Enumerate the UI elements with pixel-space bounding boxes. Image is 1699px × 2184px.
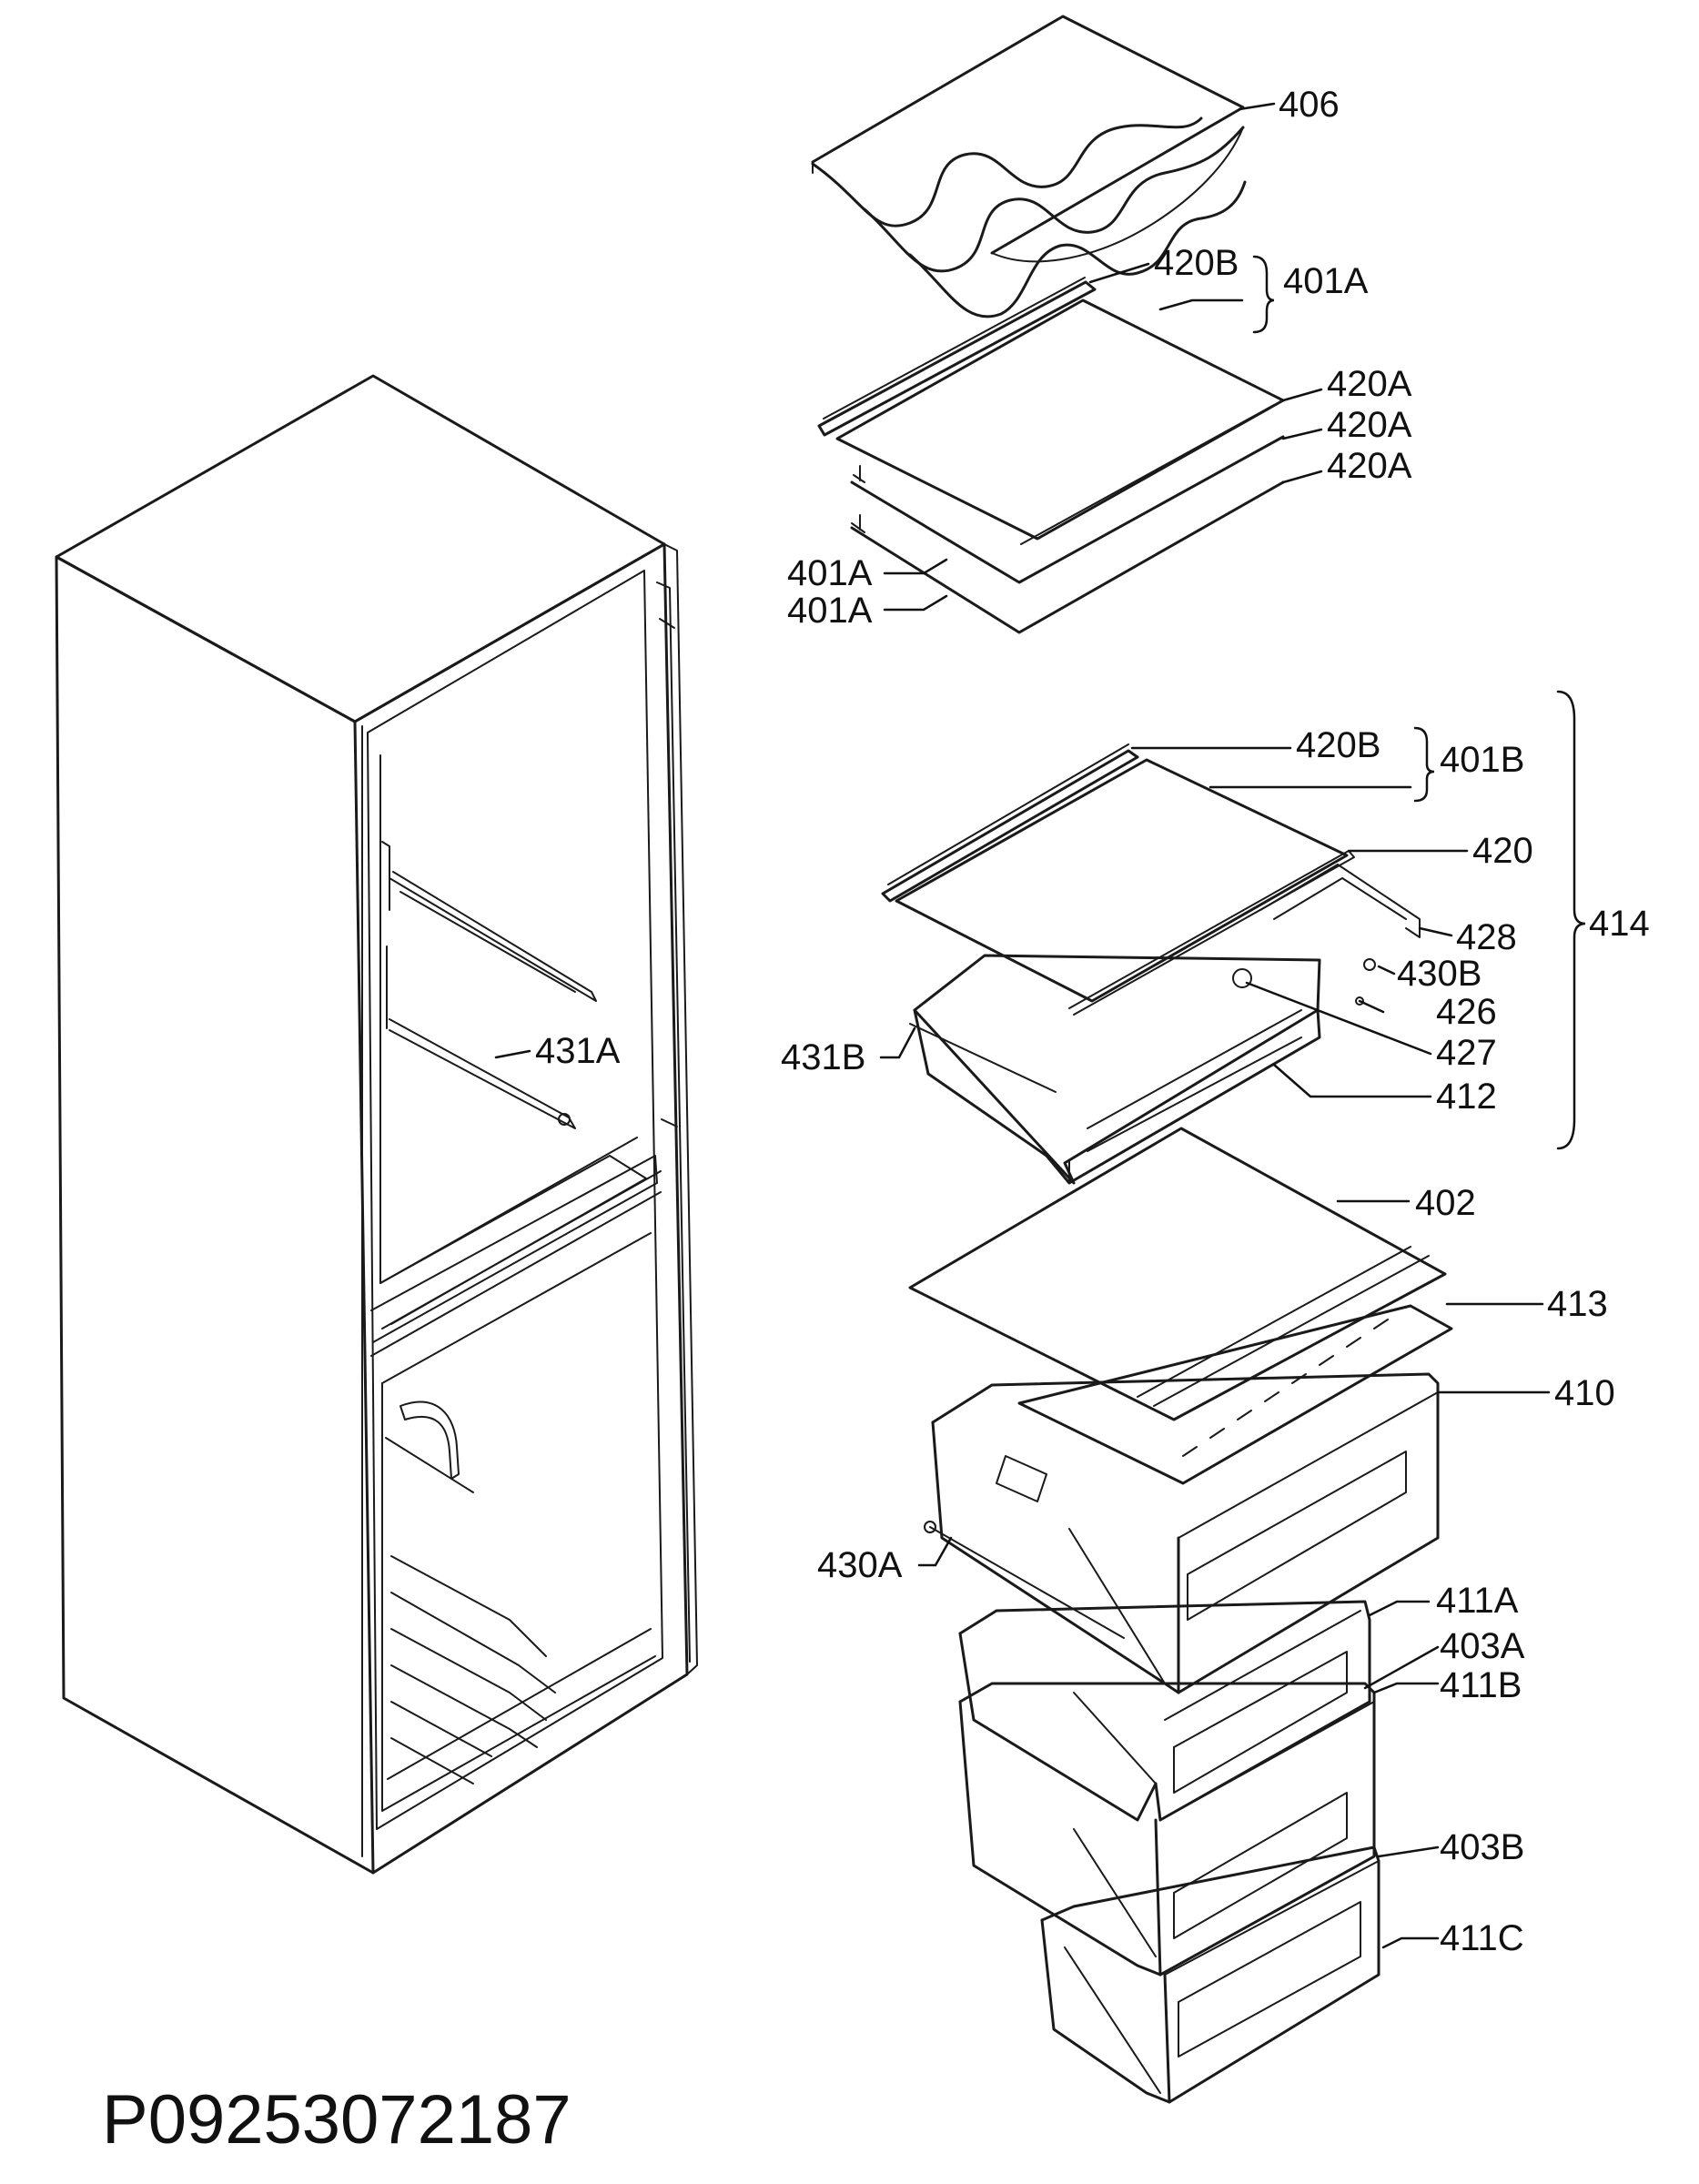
fridge-cabinet	[55, 374, 698, 1875]
grouping-brackets	[1252, 255, 1586, 1150]
label-420a-2: 420A	[1327, 405, 1412, 445]
label-413: 413	[1547, 1284, 1608, 1324]
label-431b: 431B	[781, 1037, 865, 1077]
label-431a: 431A	[535, 1031, 621, 1071]
top-shelves	[817, 277, 1285, 634]
label-420: 420	[1472, 831, 1533, 871]
label-430b: 430B	[1397, 954, 1482, 994]
label-412: 412	[1436, 1077, 1497, 1117]
document-code: P09253072187	[102, 2081, 571, 2159]
wine-rack	[811, 15, 1247, 318]
label-427: 427	[1436, 1033, 1497, 1073]
label-420a-3: 420A	[1327, 446, 1412, 486]
label-401a-group: 401A	[1283, 261, 1369, 301]
label-406: 406	[1279, 85, 1340, 125]
label-402: 402	[1415, 1183, 1476, 1223]
label-411b: 411B	[1440, 1665, 1522, 1705]
part-labels: 406 420B 401A 420A 420A 420A 401A 401A 4…	[102, 85, 1650, 2159]
leader-lines	[494, 102, 1551, 1949]
label-401a-1: 401A	[787, 553, 873, 593]
label-430a: 430A	[817, 1545, 903, 1585]
drawer-411b	[958, 1682, 1376, 1977]
label-410: 410	[1554, 1373, 1615, 1413]
label-403b: 403B	[1440, 1827, 1524, 1867]
label-414: 414	[1589, 904, 1650, 944]
label-403a: 403A	[1440, 1626, 1525, 1666]
freezer-box	[924, 1372, 1440, 1694]
label-401b: 401B	[1440, 740, 1524, 780]
label-420b-top: 420B	[1154, 243, 1239, 283]
label-401a-2: 401A	[787, 591, 873, 631]
chiller-drawer-assembly	[881, 743, 1421, 1185]
drawer-411c	[1040, 1845, 1380, 2104]
label-411c: 411C	[1440, 1918, 1524, 1958]
label-420b-mid: 420B	[1296, 725, 1380, 765]
label-420a-1: 420A	[1327, 364, 1412, 404]
label-428: 428	[1456, 917, 1517, 957]
drawer-411a	[958, 1600, 1371, 1822]
label-426: 426	[1436, 992, 1497, 1032]
freezer-vent-cover	[1017, 1304, 1453, 1485]
label-411a: 411A	[1436, 1581, 1519, 1621]
